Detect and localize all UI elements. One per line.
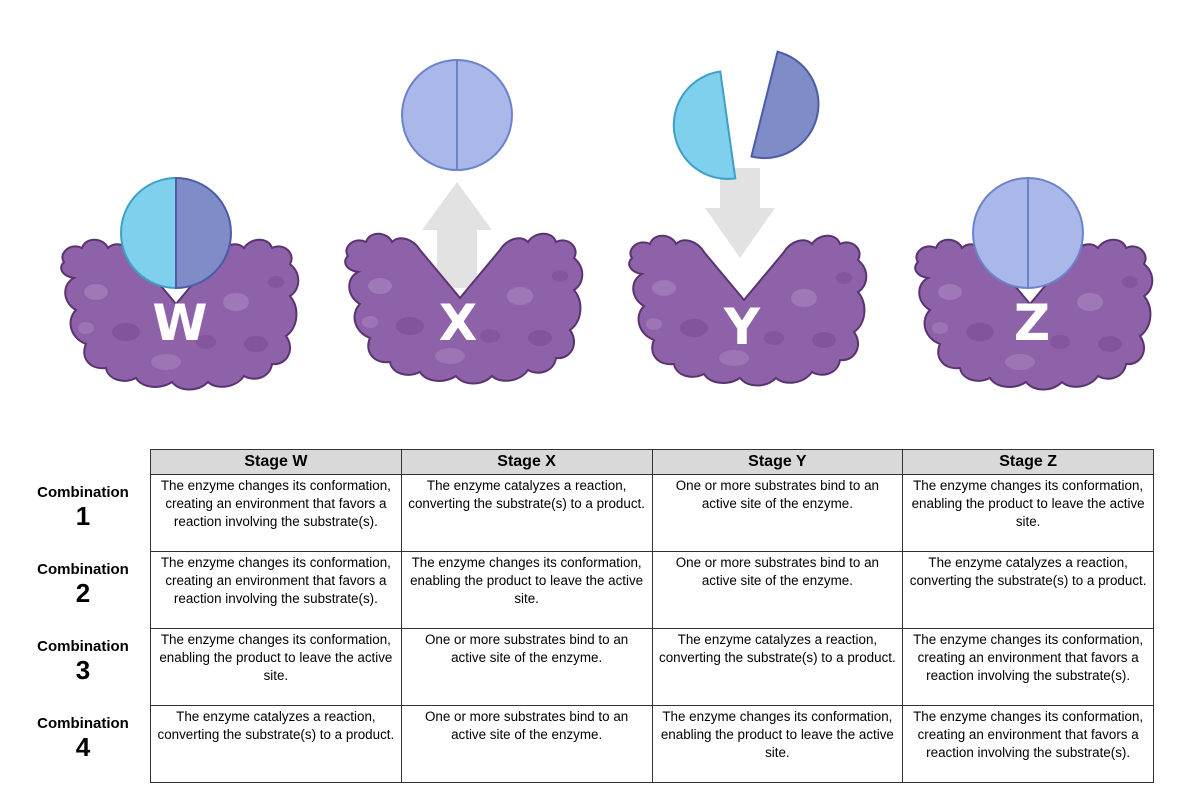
table-cell: One or more substrates bind to an active… — [651, 474, 904, 552]
row-label-word: Combination — [37, 561, 129, 578]
table-cell: One or more substrates bind to an active… — [400, 628, 653, 706]
table-cell: The enzyme changes its conformation, ena… — [651, 705, 904, 783]
header-stage-w: Stage W — [150, 449, 402, 475]
stage-letter-x: X — [439, 294, 478, 352]
row-label-2: Combination 2 — [4, 526, 162, 609]
product-z — [972, 176, 1084, 290]
table-cell: The enzyme catalyzes a reaction, convert… — [150, 705, 402, 783]
header-stage-z: Stage Z — [902, 449, 1154, 475]
table-cell: The enzyme catalyzes a reaction, convert… — [902, 551, 1154, 629]
stage-letter-z: Z — [1014, 294, 1050, 352]
table-row: The enzyme catalyzes a reaction, convert… — [150, 705, 1154, 783]
header-stage-y: Stage Y — [651, 449, 904, 475]
table-cell: The enzyme changes its conformation, cre… — [902, 705, 1154, 783]
table-cell: The enzyme changes its conformation, cre… — [902, 628, 1154, 706]
row-label-number: 3 — [75, 655, 91, 685]
row-label-word: Combination — [37, 715, 129, 732]
row-label-number: 2 — [75, 578, 91, 608]
row-label-word: Combination — [37, 484, 129, 501]
row-label-number: 1 — [75, 501, 91, 531]
row-label-1: Combination 1 — [4, 449, 162, 532]
row-label-3: Combination 3 — [4, 603, 162, 686]
table-cell: The enzyme catalyzes a reaction, convert… — [651, 628, 904, 706]
header-row: Stage W Stage X Stage Y Stage Z — [150, 449, 1154, 475]
table-cell: The enzyme changes its conformation, cre… — [150, 551, 402, 629]
product-x — [401, 58, 513, 172]
stage-w-group: W — [60, 176, 300, 391]
table-cell: The enzyme changes its conformation, ena… — [902, 474, 1154, 552]
table-row: The enzyme changes its conformation, cre… — [150, 551, 1154, 629]
stage-letter-y: Y — [723, 298, 761, 356]
row-label-4: Combination 4 — [4, 680, 162, 763]
arrow-down-y — [705, 168, 775, 258]
table-cell: The enzyme catalyzes a reaction, convert… — [400, 474, 653, 552]
row-label-word: Combination — [37, 638, 129, 655]
stage-z-group: Z — [914, 176, 1154, 391]
row-label-number: 4 — [75, 732, 91, 762]
stages-table: Stage W Stage X Stage Y Stage Z The enzy… — [150, 449, 1154, 783]
stage-letter-w: W — [152, 294, 207, 352]
substrate-right-y — [750, 50, 820, 160]
table-cell: One or more substrates bind to an active… — [400, 705, 653, 783]
table-cell: The enzyme changes its conformation, ena… — [400, 551, 653, 629]
substrate-left-y — [672, 70, 737, 180]
enzyme-stages-diagram: W X Y Z — [60, 50, 1154, 391]
table-cell: The enzyme changes its conformation, cre… — [150, 474, 402, 552]
stage-y-group: Y — [628, 50, 868, 387]
table-row: The enzyme changes its conformation, ena… — [150, 628, 1154, 706]
table-cell: The enzyme changes its conformation, ena… — [150, 628, 402, 706]
table-row: The enzyme changes its conformation, cre… — [150, 474, 1154, 552]
substrate-pair-w — [120, 176, 232, 290]
header-stage-x: Stage X — [400, 449, 653, 475]
table-cell: One or more substrates bind to an active… — [651, 551, 904, 629]
stage-x-group: X — [344, 58, 584, 385]
